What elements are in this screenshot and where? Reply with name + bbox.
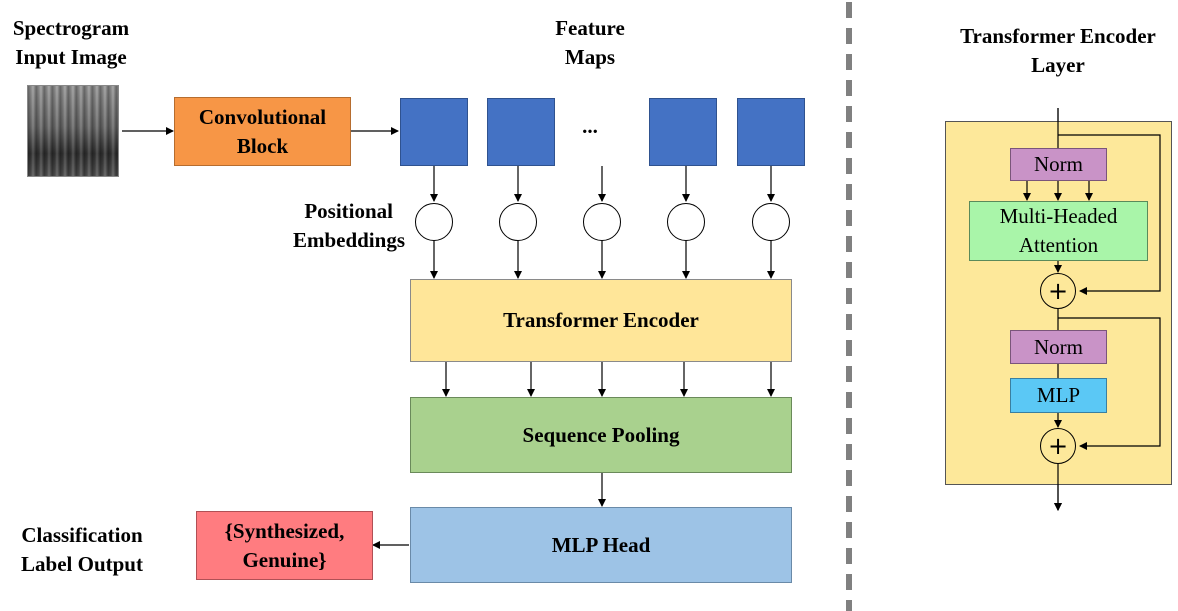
encoder-layer-title: Transformer Encoder Layer: [960, 24, 1156, 77]
positional-embedding-node: [752, 203, 790, 241]
positional-embedding-node: [499, 203, 537, 241]
add-node-2: +: [1040, 428, 1076, 464]
norm-block-2: Norm: [1010, 330, 1107, 364]
input-image-label: Spectrogram Input Image: [12, 16, 130, 69]
spectrogram-image: [27, 85, 119, 177]
feature-maps-label: Feature Maps: [555, 16, 625, 69]
classification-output-label: Classification Label Output: [21, 523, 143, 576]
feature-map: [649, 98, 717, 166]
convolutional-block: Convolutional Block: [174, 97, 351, 166]
output-label-box: {Synthesized, Genuine}: [196, 511, 373, 580]
norm-block-1: Norm: [1010, 148, 1107, 181]
feature-map: [400, 98, 468, 166]
mlp-head-block: MLP Head: [410, 507, 792, 583]
feature-map: [737, 98, 805, 166]
positional-embedding-node: [583, 203, 621, 241]
add-node-1: +: [1040, 273, 1076, 309]
sequence-pooling-block: Sequence Pooling: [410, 397, 792, 473]
transformer-encoder-block: Transformer Encoder: [410, 279, 792, 362]
multi-headed-attention-block: Multi-Headed Attention: [969, 201, 1148, 261]
positional-embeddings-label: Positional Embeddings: [292, 199, 405, 252]
positional-embedding-node: [667, 203, 705, 241]
feature-map: [487, 98, 555, 166]
feature-map-ellipsis: ...: [582, 114, 598, 138]
positional-embedding-node: [415, 203, 453, 241]
mlp-block: MLP: [1010, 378, 1107, 413]
